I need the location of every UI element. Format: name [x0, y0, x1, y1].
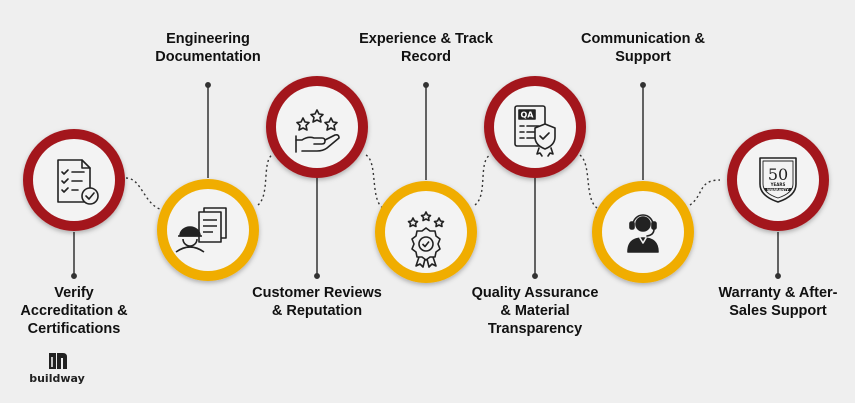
step-label-7-line-2: Sales Support [729, 303, 827, 319]
connector-6-7 [689, 179, 721, 206]
warranty-years: YEARS [770, 182, 786, 187]
qa-checklist-badge-icon: QA [514, 105, 556, 157]
leader-dot-3 [314, 273, 320, 279]
step-label-6: Communication & Support [558, 30, 728, 66]
dotted-connectors [125, 154, 721, 211]
step-circle-1 [23, 129, 125, 231]
step-label-5-line-2: & Material [500, 303, 570, 319]
step-label-1-line-3: Certifications [27, 321, 121, 337]
step-circle-3 [266, 76, 368, 178]
step-label-2: Engineering Documentation [123, 30, 293, 66]
step-label-3-line-1: Customer Reviews [252, 285, 382, 301]
step-inner-6 [602, 191, 684, 273]
award-ribbon-icon [407, 211, 445, 268]
warranty-badge-icon: 50 YEARS WARRANTY [759, 157, 797, 203]
buildway-logo-icon [49, 353, 67, 369]
step-label-3-line-2: & Reputation [271, 303, 363, 319]
leader-dot-1 [71, 273, 77, 279]
step-circle-5 [484, 76, 586, 178]
connector-4-5 [474, 154, 491, 206]
step-label-5: Quality Assurance & Material Transparenc… [450, 284, 620, 338]
qa-text: QA [521, 111, 535, 120]
leader-dot-5 [532, 273, 538, 279]
step-inner-5 [494, 86, 576, 168]
step-label-4-line-1: Experience & Track [359, 31, 493, 47]
step-circle-6 [592, 181, 694, 283]
checklist-icon [57, 159, 99, 205]
warranty-number: 50 [768, 165, 788, 184]
step-label-5-line-1: Quality Assurance [471, 285, 599, 301]
step-label-7: Warranty & After- Sales Support [678, 284, 855, 320]
step-label-1-line-1: Verify [54, 285, 94, 301]
step-label-2-line-2: Documentation [155, 49, 261, 65]
step-label-2-line-1: Engineering [166, 31, 250, 47]
step-label-4: Experience & Track Record [341, 30, 511, 66]
engineer-documents-icon [175, 207, 227, 253]
leader-dot-6 [640, 82, 646, 88]
buildway-wordmark: buildway [29, 372, 85, 385]
leader-lines [71, 82, 781, 279]
step-label-7-line-1: Warranty & After- [718, 285, 838, 301]
step-label-4-line-2: Record [401, 49, 451, 65]
buildway-logo: buildway [24, 350, 94, 390]
step-label-6-line-1: Communication & [580, 31, 706, 47]
step-circle-7 [727, 129, 829, 231]
connector-5-6 [579, 154, 598, 209]
leader-dot-2 [205, 82, 211, 88]
step-label-1: Verify Accreditation & Certifications [0, 284, 159, 338]
leader-dot-7 [775, 273, 781, 279]
leader-dot-4 [423, 82, 429, 88]
step-inner-4 [385, 191, 467, 273]
step-label-6-line-2: Support [615, 49, 671, 65]
headset-agent-icon [627, 214, 659, 253]
connector-2-3 [257, 154, 273, 206]
step-label-3: Customer Reviews & Reputation [232, 284, 402, 320]
hand-stars-icon [295, 109, 340, 153]
step-inner-7 [737, 139, 819, 221]
connector-1-2 [125, 177, 164, 211]
step-inner-3 [276, 86, 358, 168]
step-inner-1 [33, 139, 115, 221]
connector-3-4 [365, 154, 384, 209]
step-label-5-line-3: Transparency [487, 321, 583, 337]
step-circle-4 [375, 181, 477, 283]
step-label-1-line-2: Accreditation & [20, 303, 128, 319]
warranty-word: WARRANTY [767, 188, 789, 192]
